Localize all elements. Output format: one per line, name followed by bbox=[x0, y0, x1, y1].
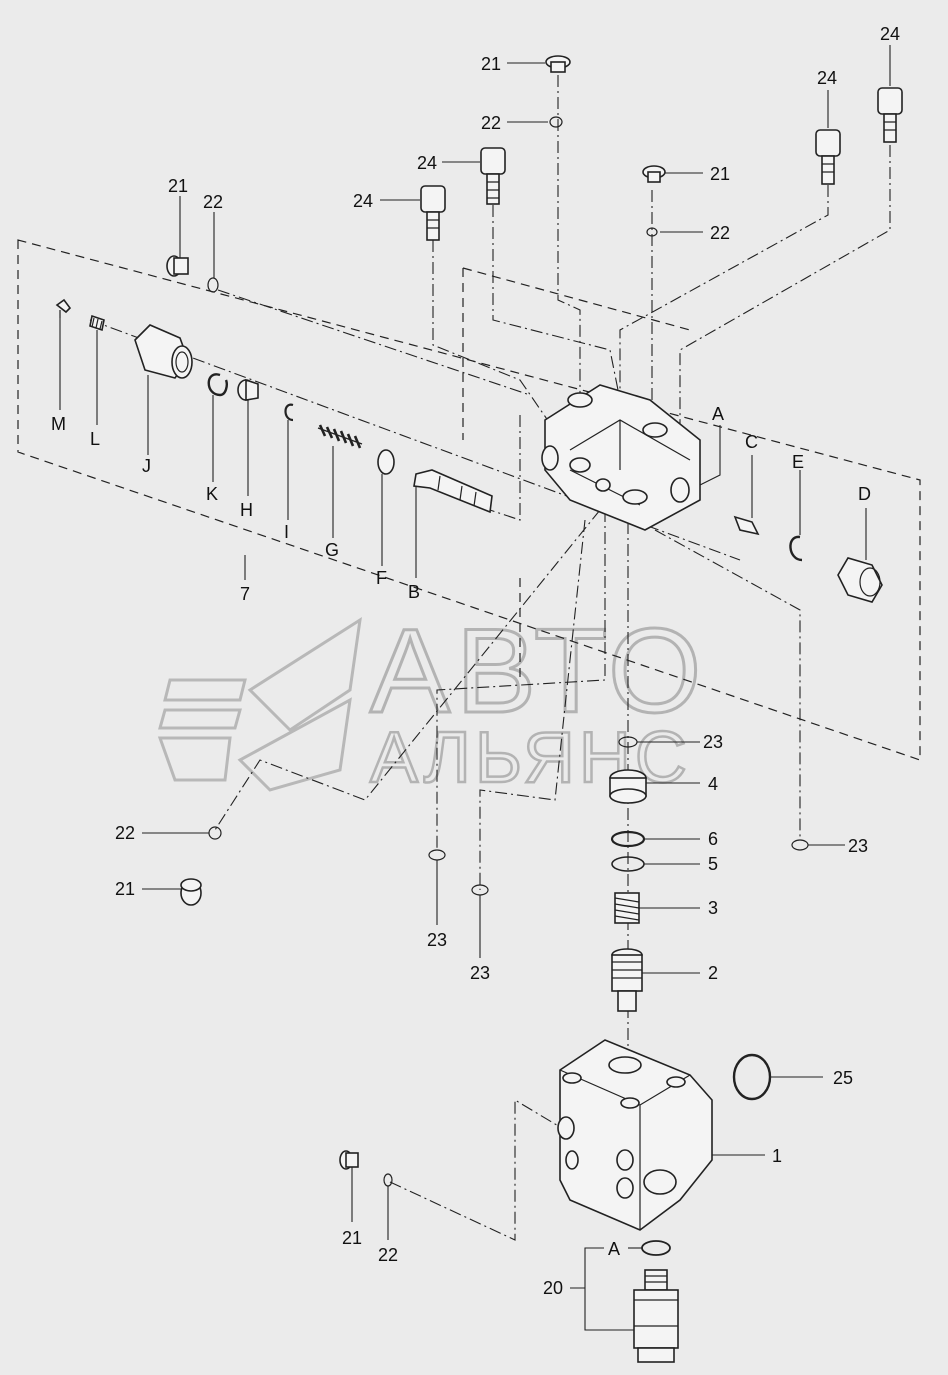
plug-21-top bbox=[545, 55, 571, 73]
label-22-top: 22 bbox=[481, 113, 501, 133]
part-3-spring bbox=[614, 892, 640, 924]
label-f: F bbox=[376, 568, 387, 588]
label-m: M bbox=[51, 414, 66, 434]
label-21-mid: 21 bbox=[710, 164, 730, 184]
callout-labels: 21 22 24 24 21 22 24 24 21 22 M L J K H … bbox=[51, 24, 900, 1298]
bolt-24-b bbox=[420, 185, 446, 241]
watermark-line1: АВТО bbox=[370, 604, 707, 738]
o-ring-22-bottom bbox=[383, 1173, 393, 1187]
label-6: 6 bbox=[708, 829, 718, 849]
part-e-o-ring bbox=[789, 535, 803, 562]
bolt-24-c bbox=[815, 129, 841, 185]
part-20-valve bbox=[633, 1269, 679, 1363]
o-ring-23-b bbox=[428, 849, 446, 861]
label-d: D bbox=[858, 484, 871, 504]
subassembly-boundary-inner bbox=[462, 267, 691, 680]
part-m-pin bbox=[55, 298, 72, 318]
plug-21-bottom bbox=[339, 1150, 359, 1170]
plug-21-left bbox=[166, 255, 189, 277]
plug-21-mid bbox=[642, 165, 666, 183]
label-23-c: 23 bbox=[470, 963, 490, 983]
label-7: 7 bbox=[240, 584, 250, 604]
upper-valve-body bbox=[541, 384, 701, 531]
label-22-mid: 22 bbox=[710, 223, 730, 243]
leader-lines bbox=[59, 45, 891, 1331]
plug-21-low bbox=[180, 878, 202, 906]
part-d-plug bbox=[837, 557, 883, 603]
part-h-plunger bbox=[237, 378, 259, 401]
o-ring-22-mid bbox=[646, 227, 658, 237]
label-a-bottom: A bbox=[608, 1239, 620, 1259]
part-g-spring bbox=[317, 424, 363, 449]
label-e: E bbox=[792, 452, 804, 472]
label-g: G bbox=[325, 540, 339, 560]
label-21-left: 21 bbox=[168, 176, 188, 196]
o-ring-25 bbox=[732, 1053, 772, 1101]
o-ring-22-low bbox=[208, 826, 222, 840]
o-ring-22-left bbox=[207, 277, 219, 293]
part-b-spool bbox=[413, 469, 493, 514]
label-22-bottom: 22 bbox=[378, 1245, 398, 1265]
part-k-o-ring bbox=[207, 373, 228, 397]
o-ring-23-right bbox=[791, 839, 809, 851]
label-k: K bbox=[206, 484, 218, 504]
label-21-bottom: 21 bbox=[342, 1228, 362, 1248]
label-24-d: 24 bbox=[880, 24, 900, 44]
part-c-check bbox=[733, 515, 760, 536]
part-i-snap-ring bbox=[284, 403, 294, 422]
lower-valve-body bbox=[557, 1039, 713, 1231]
label-24-a: 24 bbox=[417, 153, 437, 173]
label-j: J bbox=[142, 456, 151, 476]
label-22-left: 22 bbox=[203, 192, 223, 212]
label-2: 2 bbox=[708, 963, 718, 983]
label-i: I bbox=[284, 522, 289, 542]
part-f-washer bbox=[377, 449, 395, 475]
label-l: L bbox=[90, 429, 100, 449]
label-5: 5 bbox=[708, 854, 718, 874]
label-4: 4 bbox=[708, 774, 718, 794]
label-b: B bbox=[408, 582, 420, 602]
part-j-cap bbox=[134, 324, 193, 379]
label-23-b: 23 bbox=[427, 930, 447, 950]
label-23-right: 23 bbox=[848, 836, 868, 856]
label-23-center: 23 bbox=[703, 732, 723, 752]
part-l-setscrew bbox=[89, 314, 105, 332]
label-1: 1 bbox=[772, 1146, 782, 1166]
bolt-24-d bbox=[877, 87, 903, 143]
bolt-24-a bbox=[480, 147, 506, 205]
label-h: H bbox=[240, 500, 253, 520]
watermark-logo: АВТО АЛЬЯНС bbox=[157, 603, 707, 799]
label-22-low: 22 bbox=[115, 823, 135, 843]
label-21-top: 21 bbox=[481, 54, 501, 74]
label-c: C bbox=[745, 432, 758, 452]
label-21-low: 21 bbox=[115, 879, 135, 899]
o-ring-a-bottom bbox=[641, 1240, 671, 1256]
o-ring-22-top bbox=[549, 116, 563, 128]
label-25: 25 bbox=[833, 1068, 853, 1088]
part-2-poppet bbox=[611, 948, 643, 1012]
part-4-seat bbox=[609, 769, 647, 804]
label-a-top: A bbox=[712, 404, 724, 424]
label-3: 3 bbox=[708, 898, 718, 918]
label-24-b: 24 bbox=[353, 191, 373, 211]
label-24-c: 24 bbox=[817, 68, 837, 88]
label-20: 20 bbox=[543, 1278, 563, 1298]
